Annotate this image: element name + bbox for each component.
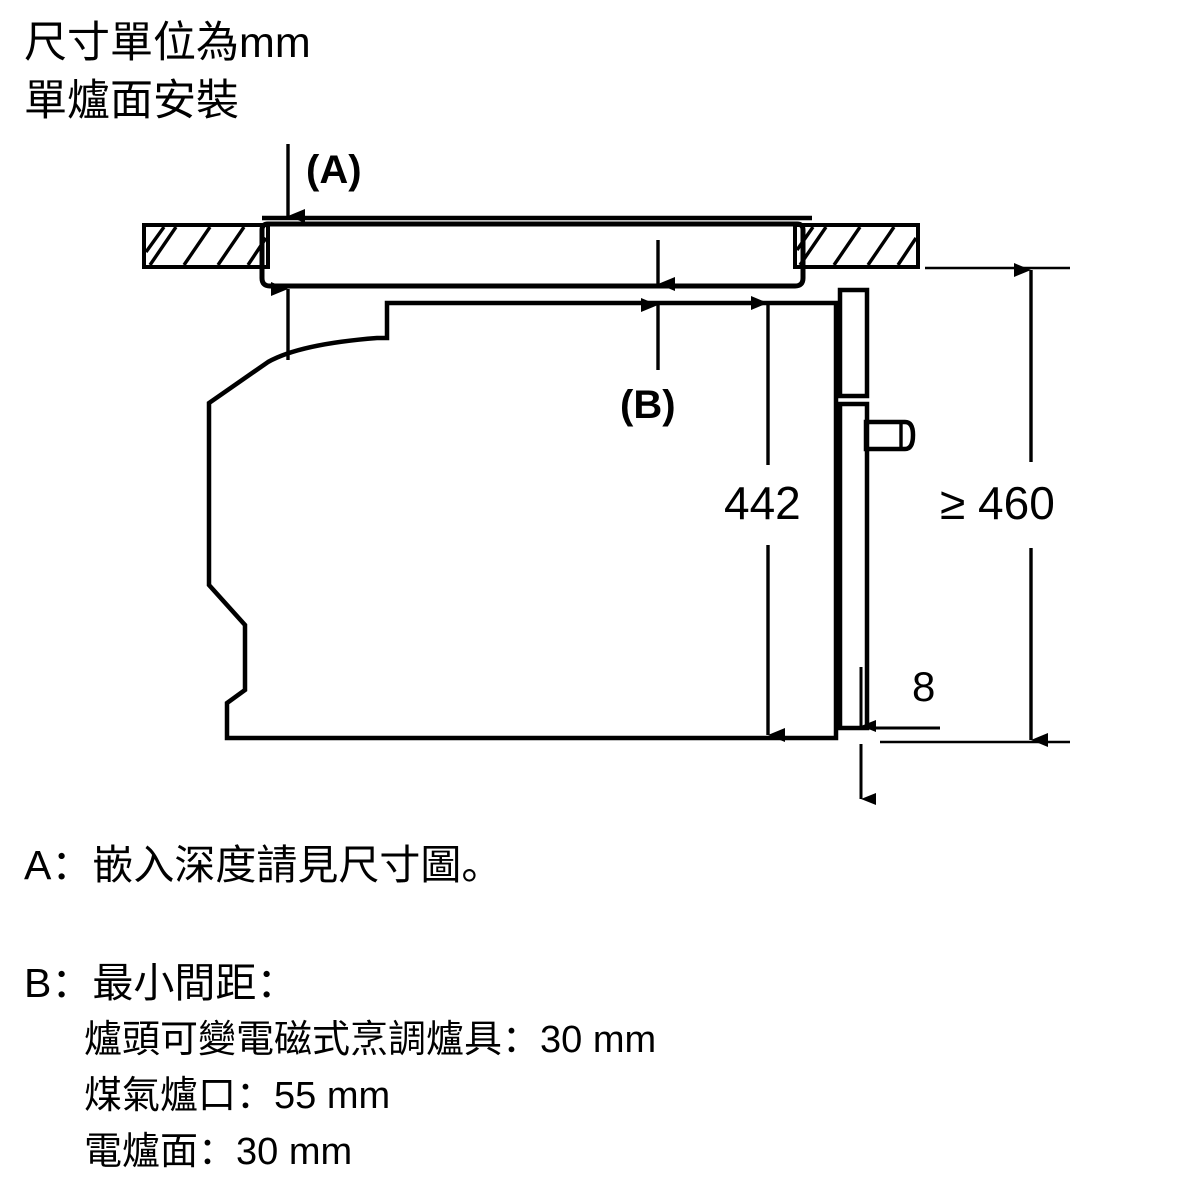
dimension-460-label: ≥ 460 (940, 477, 1055, 529)
note-b-item-2: 電爐面：30 mm (84, 1131, 353, 1173)
oven-door-lower-panel (837, 401, 870, 731)
countertop-left-hatch (142, 223, 270, 269)
dimension-8 (846, 667, 940, 805)
oven-body-outline (206, 300, 839, 741)
countertop-right-hatch (793, 223, 920, 269)
cooktop-plate (259, 215, 812, 289)
dimension-442-label: 442 (724, 477, 801, 529)
note-b-item-1: 煤氣爐口：55 mm (84, 1075, 391, 1117)
dimension-8-label: 8 (912, 663, 936, 710)
note-b-item-0: 爐頭可變電磁式烹調爐具：30 mm (84, 1019, 657, 1061)
callout-b-label: (B) (620, 383, 676, 427)
install-note-line2: 單爐面安裝 (24, 77, 239, 125)
oven-door-handle (863, 419, 916, 452)
dimension-460 (880, 263, 1070, 747)
callout-a-label: (A) (306, 148, 362, 192)
note-a-text: A：嵌入深度請見尺寸圖。 (24, 842, 503, 888)
oven-door-upper-panel (837, 287, 870, 399)
note-b-text: B：最小間距： (24, 960, 298, 1006)
units-note-line1: 尺寸單位為mm (24, 19, 311, 67)
